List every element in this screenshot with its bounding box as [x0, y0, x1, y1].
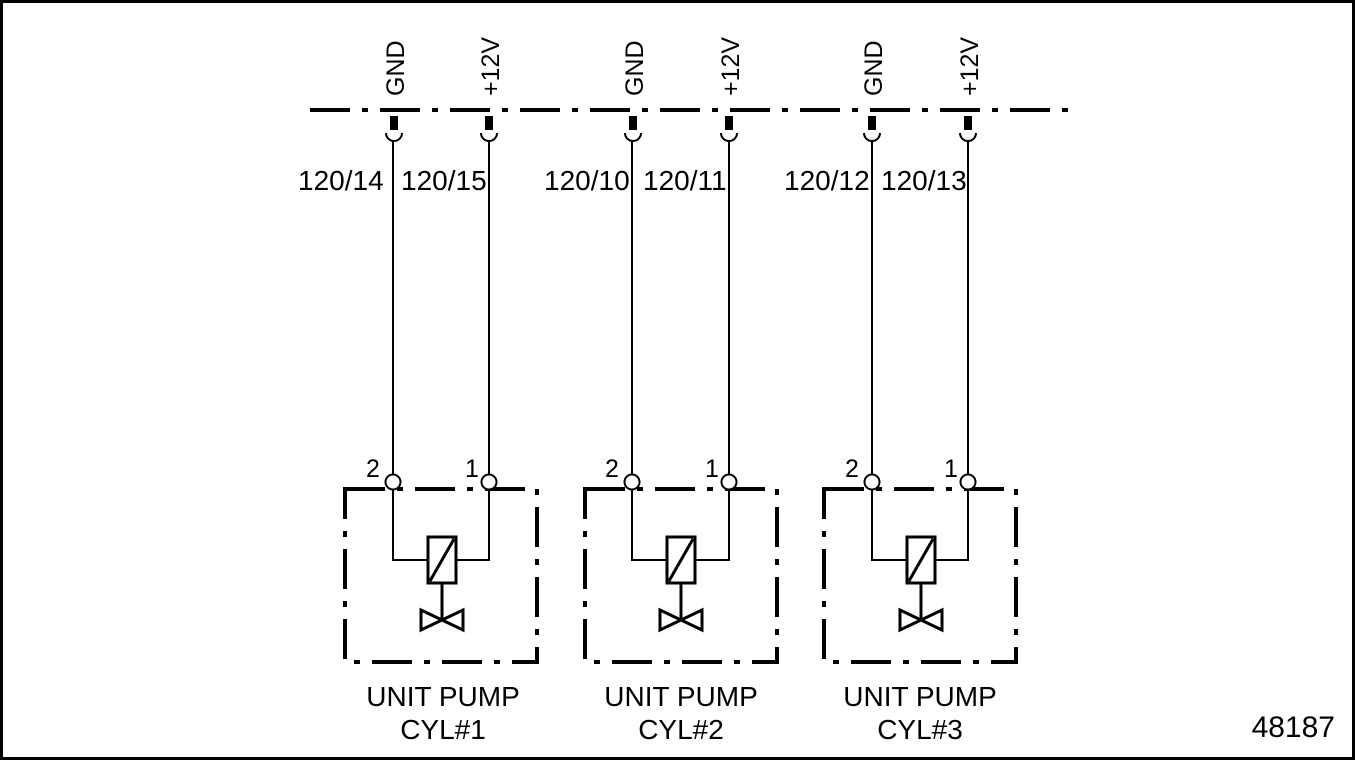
- pin-label-12v: +12V: [717, 37, 745, 96]
- valve-icon: [419, 607, 465, 633]
- connector-pin-gnd-2: GND: [621, 40, 649, 142]
- pin-label-gnd: GND: [382, 40, 410, 96]
- circuit-cyl3: GND +12V 120/12 120/13 2 1 UNIT PUMP CYL…: [784, 37, 1018, 745]
- connector-pin-12v-3: +12V: [956, 37, 984, 142]
- wire-label: 120/12: [784, 165, 870, 196]
- terminal-label: 2: [605, 455, 619, 483]
- pump-label-line2: CYL#2: [638, 714, 724, 745]
- terminal-1: [959, 473, 977, 491]
- terminal-label: 1: [944, 455, 958, 483]
- terminal-label: 2: [845, 455, 859, 483]
- terminal-label: 1: [705, 455, 719, 483]
- unit-pump-box: [822, 487, 1018, 664]
- pump-label-line2: CYL#1: [400, 714, 486, 745]
- connector-pin-12v-1: +12V: [477, 37, 505, 142]
- solenoid-coil-icon: [905, 535, 937, 585]
- pump-label-line2: CYL#3: [877, 714, 963, 745]
- pin-label-gnd: GND: [860, 40, 888, 96]
- pump-label-line1: UNIT PUMP: [604, 681, 758, 712]
- unit-pump-box: [343, 487, 539, 664]
- internal-wire: [456, 490, 490, 561]
- wire-label: 120/14: [298, 165, 384, 196]
- pump-label-line1: UNIT PUMP: [843, 681, 997, 712]
- internal-wire: [392, 490, 428, 561]
- terminal-label: 1: [465, 455, 479, 483]
- figure-number: 48187: [1252, 711, 1335, 744]
- circuit-cyl1: GND +12V 120/14 120/15 2 1 UNIT PUMP CYL…: [298, 37, 539, 745]
- solenoid-coil-icon: [426, 535, 458, 585]
- solenoid-coil-icon: [665, 535, 697, 585]
- pump-label-line1: UNIT PUMP: [366, 681, 520, 712]
- connector-pin-12v-2: +12V: [717, 37, 745, 142]
- terminal-1: [720, 473, 738, 491]
- terminal-2: [384, 473, 402, 491]
- circuit-cyl2: GND +12V 120/10 120/11 2 1 UNIT PUMP CYL…: [544, 37, 779, 745]
- terminal-2: [623, 473, 641, 491]
- internal-wire: [935, 490, 969, 561]
- wire-label: 120/10: [544, 165, 630, 196]
- wire-label: 120/15: [401, 165, 487, 196]
- wire-label: 120/13: [881, 165, 967, 196]
- connector-pin-gnd-1: GND: [382, 40, 410, 142]
- valve-icon: [898, 607, 944, 633]
- terminal-2: [863, 473, 881, 491]
- terminal-1: [480, 473, 498, 491]
- wire-label: 120/11: [643, 165, 727, 196]
- unit-pump-box: [583, 487, 779, 664]
- connector-pin-gnd-3: GND: [860, 40, 888, 142]
- pin-label-12v: +12V: [956, 37, 984, 96]
- valve-icon: [658, 607, 704, 633]
- internal-wire: [871, 490, 907, 561]
- pin-label-gnd: GND: [621, 40, 649, 96]
- pin-label-12v: +12V: [477, 37, 505, 96]
- internal-wire: [695, 490, 730, 561]
- internal-wire: [631, 490, 667, 561]
- terminal-label: 2: [366, 455, 380, 483]
